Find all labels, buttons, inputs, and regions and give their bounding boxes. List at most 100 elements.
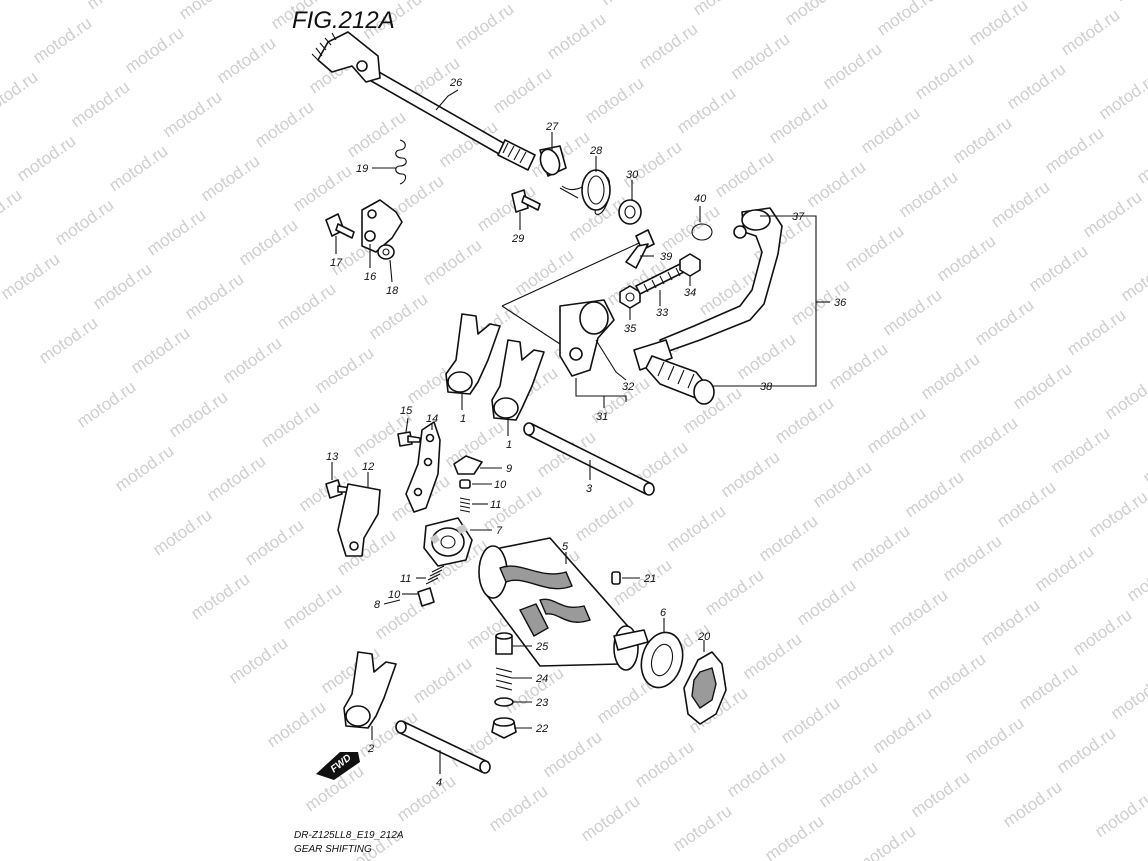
gearshift-stopper-25[interactable] — [495, 632, 513, 655]
callout-33[interactable]: 33 — [656, 307, 669, 319]
callout-31[interactable]: 31 — [596, 411, 608, 423]
callout-3[interactable]: 3 — [586, 483, 593, 495]
watermark-text: motod.ru — [701, 565, 767, 619]
callout-25[interactable]: 25 — [535, 641, 549, 653]
callout-29[interactable]: 29 — [511, 233, 524, 245]
gearshift-cam-plate-20[interactable] — [683, 651, 727, 725]
callout-11b[interactable]: 11 — [400, 573, 411, 585]
callout-11a[interactable]: 11 — [490, 499, 501, 511]
watermark-text: motod.ru — [873, 0, 939, 39]
callout-4[interactable]: 4 — [436, 777, 442, 789]
gearshift-fork-1b[interactable] — [491, 339, 545, 421]
plug-22[interactable] — [491, 717, 517, 739]
callout-26[interactable]: 26 — [449, 77, 463, 89]
callout-20[interactable]: 20 — [697, 631, 711, 643]
callout-8[interactable]: 8 — [374, 599, 381, 611]
spring-19[interactable] — [395, 139, 407, 185]
gearshift-arm-32[interactable] — [559, 299, 615, 377]
nut-34[interactable] — [679, 253, 701, 277]
callout-39[interactable]: 39 — [660, 251, 672, 263]
callout-30[interactable]: 30 — [626, 169, 639, 181]
callout-32[interactable]: 32 — [622, 381, 634, 393]
gearshift-fork-1a[interactable] — [445, 313, 501, 395]
gearshift-pawl-9[interactable] — [453, 455, 483, 475]
callout-10b[interactable]: 10 — [388, 589, 401, 601]
callout-36[interactable]: 36 — [834, 297, 847, 309]
watermark-text: motod.ru — [539, 727, 605, 781]
callout-19[interactable]: 19 — [356, 163, 368, 175]
watermark-text: motod.ru — [1053, 723, 1119, 777]
callout-13[interactable]: 13 — [326, 451, 339, 463]
watermark-text: motod.ru — [393, 771, 459, 825]
gearshift-cam-driven-gear-7[interactable] — [423, 517, 473, 567]
gearshift-cam-5[interactable] — [478, 537, 649, 671]
nut-35[interactable] — [619, 285, 641, 309]
watermark-text: motod.ru — [1101, 369, 1148, 423]
pin-10a[interactable] — [459, 479, 471, 489]
callout-5[interactable]: 5 — [562, 541, 569, 553]
callout-37[interactable]: 37 — [792, 211, 805, 223]
callout-7[interactable]: 7 — [496, 525, 503, 537]
bolt-39[interactable] — [625, 229, 655, 269]
watermark-text: motod.ru — [793, 575, 859, 629]
gearshift-fork-shaft-4[interactable] — [395, 720, 491, 774]
watermark-text: motod.ru — [279, 579, 345, 633]
callout-34[interactable]: 34 — [684, 287, 696, 299]
gearshift-cam-stopper-plate-12[interactable] — [337, 483, 381, 557]
callout-23[interactable]: 23 — [535, 697, 549, 709]
watermark-text: motod.ru — [1085, 487, 1148, 541]
gearshift-lever-36[interactable] — [633, 207, 783, 371]
watermark-text: motod.ru — [847, 521, 913, 575]
callout-35[interactable]: 35 — [624, 323, 637, 335]
callout-10a[interactable]: 10 — [494, 479, 507, 491]
callout-38[interactable]: 38 — [760, 381, 773, 393]
gearshift-lever-rubber-38[interactable] — [645, 355, 715, 405]
callout-40[interactable]: 40 — [694, 193, 707, 205]
gearshift-fork-shaft-3[interactable] — [523, 422, 655, 496]
gearshift-cam-plate-14[interactable] — [405, 421, 441, 513]
callout-24[interactable]: 24 — [535, 673, 548, 685]
watermark-text: motod.ru — [1041, 123, 1107, 177]
bushing-27[interactable] — [537, 145, 567, 177]
callout-9[interactable]: 9 — [506, 463, 512, 475]
watermark-text: motod.ru — [1123, 551, 1148, 605]
callout-1b[interactable]: 1 — [506, 439, 512, 451]
callout-6[interactable]: 6 — [660, 607, 667, 619]
return-spring-28[interactable] — [559, 169, 611, 215]
callout-15[interactable]: 15 — [400, 405, 413, 417]
callout-12[interactable]: 12 — [362, 461, 374, 473]
callout-1a[interactable]: 1 — [460, 413, 466, 425]
gearshift-fork-2[interactable] — [343, 651, 397, 729]
spring-24[interactable] — [495, 667, 513, 691]
gasket-23[interactable] — [494, 697, 514, 707]
gearshift-arm-stopper-16[interactable] — [361, 199, 403, 253]
callout-27[interactable]: 27 — [545, 121, 559, 133]
callout-18[interactable]: 18 — [386, 285, 399, 297]
bolt-29[interactable] — [511, 189, 541, 213]
watermark-text: motod.ru — [0, 67, 41, 121]
callout-17[interactable]: 17 — [330, 257, 343, 269]
callout-16[interactable]: 16 — [364, 271, 377, 283]
spring-11a[interactable] — [459, 497, 471, 513]
callout-21[interactable]: 21 — [643, 573, 656, 585]
pin-21[interactable] — [611, 571, 621, 585]
circlip-40[interactable] — [691, 223, 713, 241]
washer-18[interactable] — [377, 244, 395, 260]
callout-2[interactable]: 2 — [367, 743, 374, 755]
callout-28[interactable]: 28 — [589, 145, 603, 157]
spring-11b[interactable] — [425, 565, 445, 585]
gearshift-shaft-26[interactable] — [311, 31, 536, 171]
watermark-text: motod.ru — [571, 491, 637, 545]
watermark-text: motod.ru — [105, 141, 171, 195]
watermark-text: motod.ru — [815, 757, 881, 811]
bolt-17[interactable] — [325, 213, 355, 239]
bushing-30[interactable] — [618, 199, 642, 225]
callout-14[interactable]: 14 — [426, 413, 438, 425]
watermark-text: motod.ru — [765, 93, 831, 147]
washer-6[interactable] — [635, 628, 688, 692]
callout-22[interactable]: 22 — [535, 723, 548, 735]
pin-10b[interactable] — [417, 587, 435, 607]
watermark-text: motod.ru — [939, 531, 1005, 585]
screw-15[interactable] — [397, 431, 421, 447]
